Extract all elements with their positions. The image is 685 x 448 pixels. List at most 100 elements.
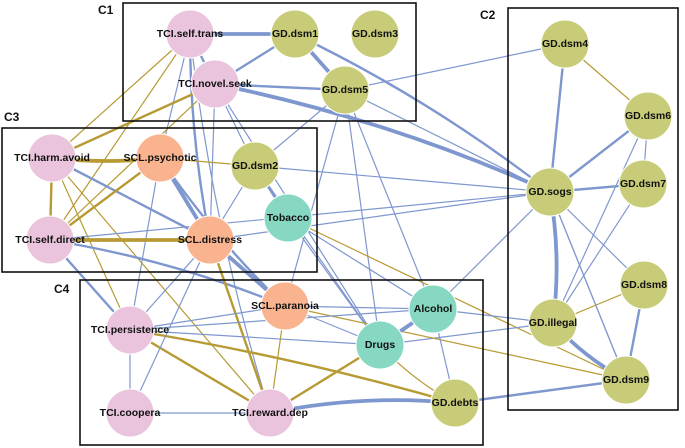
node-circle: [525, 167, 575, 217]
node-circle: [135, 133, 185, 183]
edge-tobacco-alcohol: [287, 217, 434, 310]
edge-gd_dsm5-gd_dsm4: [344, 43, 566, 91]
edge-gd_dsm2-gd_sogs: [254, 165, 551, 193]
edge-tci_self_trans-scl_distress: [188, 32, 212, 242]
node-gd-dsm1[interactable]: GD.dsm1: [270, 9, 320, 59]
edge-gd_dsm1-gd_sogs: [293, 32, 552, 194]
node-circle: [263, 193, 313, 243]
node-gd-dsm9[interactable]: GD.dsm9: [601, 355, 651, 405]
node-tci-harm-avoid[interactable]: TCI.harm.avoid: [14, 133, 90, 183]
node-label: TCI.coopera: [100, 407, 161, 419]
node-circle: [105, 305, 155, 355]
node-tci-novel-seek[interactable]: TCI.novel.seek: [178, 59, 252, 109]
node-gd-dsm7[interactable]: GD.dsm7: [618, 159, 668, 209]
node-label: GD.dsm4: [542, 38, 588, 50]
cluster-box-c4: [79, 279, 484, 446]
node-gd-illegal[interactable]: GD.illegal: [528, 298, 578, 348]
edge-gd_dsm5-alcohol: [344, 89, 434, 310]
node-label: GD.dsm2: [232, 160, 278, 172]
node-label: GD.dsm9: [603, 374, 649, 386]
node-tobacco[interactable]: Tobacco: [263, 193, 313, 243]
node-tci-self-direct[interactable]: TCI.self.direct: [15, 215, 85, 265]
node-circle: [165, 9, 215, 59]
node-alcohol[interactable]: Alcohol: [408, 284, 458, 334]
node-label: GD.debts: [432, 397, 479, 409]
node-tci-reward-dep[interactable]: TCI.reward.dep: [232, 388, 308, 438]
edge-gd_dsm6-gd_illegal: [552, 115, 649, 324]
node-label: TCI.persistence: [91, 324, 169, 336]
node-gd-dsm2[interactable]: GD.dsm2: [230, 141, 280, 191]
node-label: GD.illegal: [529, 317, 578, 329]
edge-drugs-tci_persistence: [129, 329, 381, 346]
node-circle: [350, 9, 400, 59]
node-label: GD.dsm6: [625, 110, 671, 122]
node-label: GD.dsm1: [272, 28, 318, 40]
node-circle: [245, 388, 295, 438]
node-circle: [105, 388, 155, 438]
node-gd-dsm8[interactable]: GD.dsm8: [619, 260, 669, 310]
node-label: TCI.self.trans: [157, 28, 224, 40]
node-circle: [230, 141, 280, 191]
node-circle: [618, 159, 668, 209]
node-label: SCL.psychotic: [124, 152, 197, 164]
edge-tci_persistence-gd_debts: [128, 328, 457, 405]
node-circle: [260, 281, 310, 331]
edge-gd_dsm9-gd_debts: [453, 378, 628, 405]
node-circle: [185, 215, 235, 265]
node-scl-distress[interactable]: SCL.distress: [178, 215, 242, 265]
node-label: TCI.novel.seek: [178, 78, 252, 90]
node-circle: [27, 133, 77, 183]
node-label: TCI.reward.dep: [232, 407, 308, 419]
edge-scl_psychotic-tci_persistence: [129, 157, 161, 331]
edge-tci_self_trans-tci_self_direct: [49, 33, 191, 241]
node-circle: [320, 65, 370, 115]
node-circle: [601, 355, 651, 405]
edge-gd_sogs-alcohol: [432, 191, 551, 310]
edge-tci_harm_avoid-tci_reward_dep: [51, 157, 271, 414]
node-label: Tobacco: [267, 212, 309, 224]
node-label: GD.dsm5: [322, 84, 368, 96]
node-label: TCI.self.direct: [15, 234, 85, 246]
node-label: GD.dsm7: [620, 178, 666, 190]
node-circle: [540, 19, 590, 69]
node-gd-dsm6[interactable]: GD.dsm6: [623, 91, 673, 141]
node-circle: [619, 260, 669, 310]
node-tci-persistence[interactable]: TCI.persistence: [91, 305, 169, 355]
cluster-box-c2: [507, 7, 679, 411]
cluster-box-c3: [1, 127, 318, 273]
node-gd-debts[interactable]: GD.debts: [430, 378, 480, 428]
edge-tobacco-gd_dsm9: [287, 217, 627, 381]
node-gd-dsm5[interactable]: GD.dsm5: [320, 65, 370, 115]
node-label: GD.sogs: [528, 186, 571, 198]
node-circle: [528, 298, 578, 348]
cluster-box-c1: [122, 2, 417, 122]
node-label: Drugs: [365, 339, 395, 351]
node-tci-self-trans[interactable]: TCI.self.trans: [157, 9, 224, 59]
node-drugs[interactable]: Drugs: [355, 320, 405, 370]
node-tci-coopera[interactable]: TCI.coopera: [100, 388, 161, 438]
node-label: SCL.paranoia: [251, 300, 319, 312]
node-gd-dsm4[interactable]: GD.dsm4: [540, 19, 590, 69]
node-label: GD.dsm3: [352, 28, 398, 40]
node-circle: [270, 9, 320, 59]
edge-scl_distress-gd_sogs: [209, 191, 551, 241]
node-circle: [25, 215, 75, 265]
node-scl-psychotic[interactable]: SCL.psychotic: [124, 133, 197, 183]
node-label: GD.dsm8: [621, 279, 667, 291]
node-circle: [408, 284, 458, 334]
cluster-label-c1: C1: [98, 3, 114, 17]
node-label: Alcohol: [414, 303, 453, 315]
node-circle: [623, 91, 673, 141]
node-label: TCI.harm.avoid: [14, 152, 90, 164]
node-gd-dsm3[interactable]: GD.dsm3: [350, 9, 400, 59]
edge-gd_dsm9-gd_sogs: [549, 191, 627, 381]
node-gd-sogs[interactable]: GD.sogs: [525, 167, 575, 217]
cluster-label-c2: C2: [480, 8, 496, 22]
nodes-layer: TCI.self.trans GD.dsm1 GD.dsm3TCI.novel.se…: [14, 9, 673, 438]
cluster-label-c3: C3: [4, 110, 20, 124]
node-label: SCL.distress: [178, 234, 242, 246]
node-scl-paranoia[interactable]: SCL.paranoia: [251, 281, 319, 331]
